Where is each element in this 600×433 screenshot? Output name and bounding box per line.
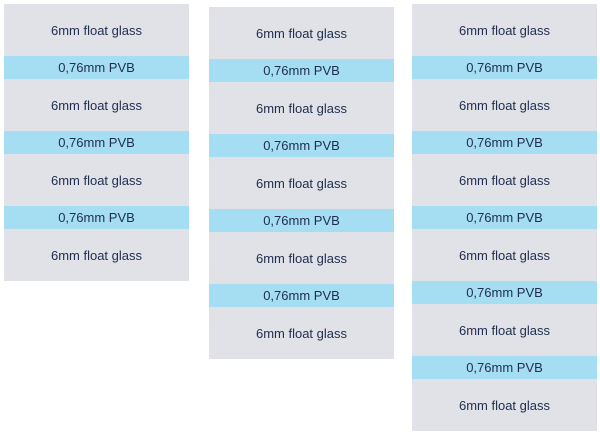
float-glass-layer: 6mm float glass [412,79,597,131]
float-glass-layer: 6mm float glass [4,4,189,56]
float-glass-layer: 6mm float glass [412,304,597,356]
pvb-interlayer: 0,76mm PVB [412,131,597,154]
pvb-interlayer: 0,76mm PVB [412,281,597,304]
float-glass-layer: 6mm float glass [209,157,394,209]
pvb-interlayer: 0,76mm PVB [209,59,394,82]
pvb-interlayer: 0,76mm PVB [412,206,597,229]
float-glass-layer: 6mm float glass [209,7,394,59]
float-glass-layer: 6mm float glass [4,79,189,131]
float-glass-layer: 6mm float glass [4,229,189,281]
pvb-interlayer: 0,76mm PVB [412,356,597,379]
pvb-interlayer: 0,76mm PVB [412,56,597,79]
float-glass-layer: 6mm float glass [209,232,394,284]
pvb-interlayer: 0,76mm PVB [4,131,189,154]
float-glass-layer: 6mm float glass [4,154,189,206]
float-glass-layer: 6mm float glass [209,307,394,359]
float-glass-layer: 6mm float glass [412,154,597,206]
pvb-interlayer: 0,76mm PVB [209,134,394,157]
float-glass-layer: 6mm float glass [412,229,597,281]
float-glass-layer: 6mm float glass [209,82,394,134]
pvb-interlayer: 0,76mm PVB [209,209,394,232]
float-glass-layer: 6mm float glass [412,4,597,56]
pvb-interlayer: 0,76mm PVB [4,206,189,229]
pvb-interlayer: 0,76mm PVB [209,284,394,307]
float-glass-layer: 6mm float glass [412,379,597,431]
pvb-interlayer: 0,76mm PVB [4,56,189,79]
